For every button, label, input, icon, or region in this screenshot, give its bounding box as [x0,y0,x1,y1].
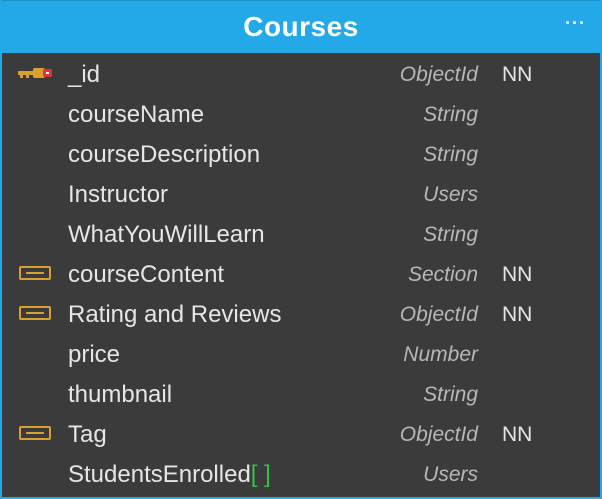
field-row-thumbnail[interactable]: thumbnail String [2,373,600,413]
more-options-icon[interactable]: ··· [565,13,586,33]
field-name-group: StudentsEnrolled[ ] [68,461,271,489]
field-name: courseName [68,101,205,128]
field-type: Section [407,263,478,286]
field-row-studentsenrolled[interactable]: StudentsEnrolled[ ] Users [2,453,600,493]
field-row-rating-and-reviews[interactable]: Rating and Reviews ObjectId NN [2,293,600,333]
not-null-flag: NN [502,263,533,286]
field-row-coursename[interactable]: courseName String [2,93,600,133]
primary-key-icon [18,68,52,78]
field-name: _id [68,61,101,88]
field-list: _id ObjectId NN courseName String course… [2,53,600,493]
array-marker: [ ] [250,461,271,488]
field-name: courseContent [68,261,225,288]
not-null-flag: NN [502,423,533,446]
field-name: StudentsEnrolled [68,461,251,488]
field-type: String [423,223,478,246]
field-type: ObjectId [399,63,478,86]
entity-title: Courses [243,11,359,42]
field-row-id[interactable]: _id ObjectId NN [2,53,600,93]
entity-header[interactable]: Courses ··· [2,0,600,53]
field-name: Tag [68,421,107,448]
field-name: Rating and Reviews [68,301,282,328]
field-type: Users [423,463,478,486]
field-row-coursedescription[interactable]: courseDescription String [2,133,600,173]
foreign-key-icon [19,266,51,280]
field-name: courseDescription [68,141,261,168]
foreign-key-icon [19,306,51,320]
field-row-whatyouwilllearn[interactable]: WhatYouWillLearn String [2,213,600,253]
field-name: WhatYouWillLearn [68,221,265,248]
field-name: price [68,341,121,368]
field-type: String [423,143,478,166]
field-row-price[interactable]: price Number [2,333,600,373]
not-null-flag: NN [502,303,533,326]
field-name: Instructor [68,181,169,208]
field-type: Users [423,183,478,206]
not-null-flag: NN [502,63,533,86]
field-row-instructor[interactable]: Instructor Users [2,173,600,213]
field-type: String [423,383,478,406]
foreign-key-icon [19,426,51,440]
field-type: ObjectId [399,423,478,446]
field-row-tag[interactable]: Tag ObjectId NN [2,413,600,453]
field-name: thumbnail [68,381,173,408]
field-type: String [423,103,478,126]
field-row-coursecontent[interactable]: courseContent Section NN [2,253,600,293]
field-type: Number [403,343,478,366]
field-type: ObjectId [399,303,478,326]
